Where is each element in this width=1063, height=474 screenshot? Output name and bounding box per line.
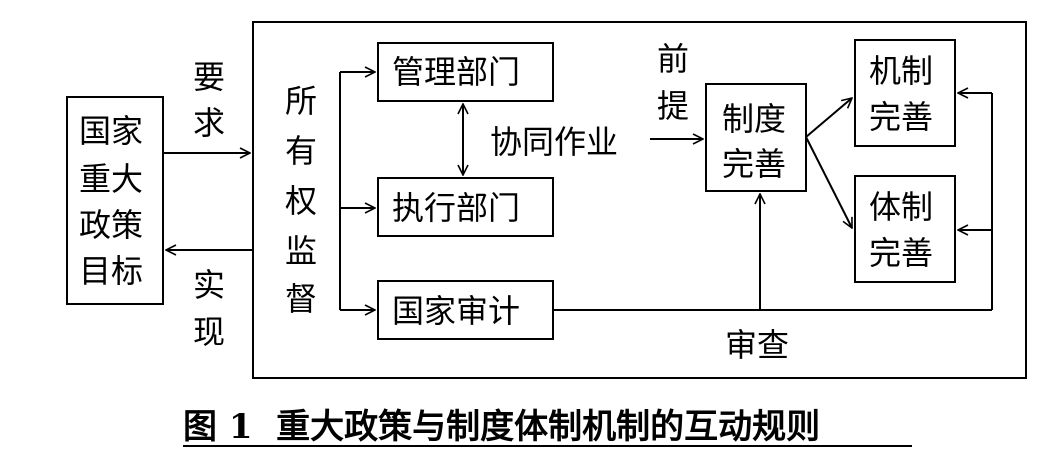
system-improve-box: 制度 完善	[705, 83, 807, 192]
execution-dept-box: 执行部门	[377, 177, 554, 237]
institution-improve-box: 体制 完善	[854, 175, 956, 283]
to-institution-arrow	[805, 136, 853, 228]
require-label: 要 求	[193, 58, 235, 142]
national-audit-box: 国家审计	[377, 280, 554, 340]
management-dept-text: 管理部门	[392, 53, 520, 91]
mechanism-improve-text: 机制 完善	[869, 52, 943, 136]
system-improve-text: 制度 完善	[722, 100, 796, 183]
mechanism-improve-box: 机制 完善	[854, 39, 956, 147]
national-goal-box: 国家 重大 政策 目标	[66, 96, 164, 305]
national-goal-text: 国家 重大 政策 目标	[79, 112, 153, 290]
realize-label: 实 现	[193, 266, 235, 351]
management-dept-box: 管理部门	[377, 42, 554, 102]
national-audit-text: 国家审计	[392, 292, 520, 330]
premise-label: 前 提	[657, 40, 699, 125]
collaboration-label: 协同作业	[490, 123, 618, 161]
review-label: 审查	[725, 326, 789, 364]
execution-dept-text: 执行部门	[392, 189, 520, 227]
to-mechanism-arrow	[805, 98, 852, 138]
ownership-supervision-label: 所 有 权 监 督	[285, 82, 327, 318]
figure-caption: 图 1 重大政策与制度体制机制的互动规则	[183, 407, 820, 447]
institution-improve-text: 体制 完善	[869, 188, 943, 272]
